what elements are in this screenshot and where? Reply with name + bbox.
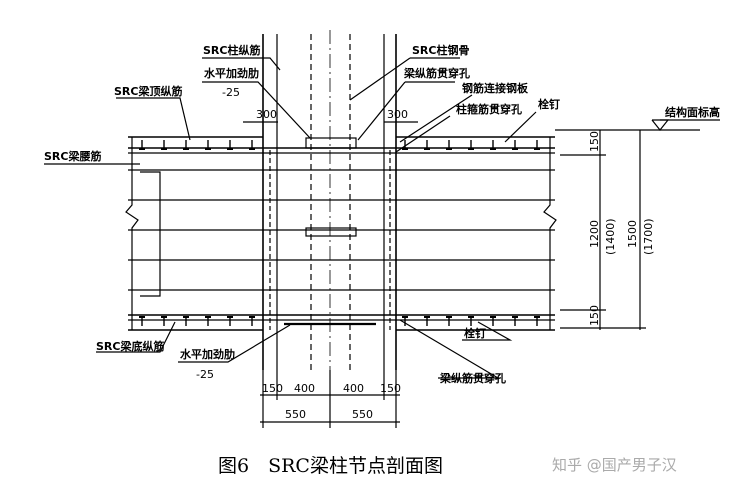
shear-stud-head <box>468 148 474 150</box>
elevation-triangle <box>651 119 670 131</box>
shear-stud-head <box>468 316 474 318</box>
shear-stud-head <box>161 316 167 318</box>
label-stiffener-top-thickness: -25 <box>222 86 240 99</box>
shear-stud-head <box>139 148 145 150</box>
dim-right-150-top: 150 <box>588 131 601 152</box>
shear-stud-head <box>446 316 452 318</box>
label-beam-rebar-hole-bottom: 梁纵筋贯穿孔 <box>439 371 506 385</box>
label-horizontal-stiffener-top: 水平加劲肋 <box>204 66 259 80</box>
label-beam-rebar-hole-top: 梁纵筋贯穿孔 <box>403 66 470 80</box>
studs-bottom <box>139 316 540 326</box>
shear-stud-head <box>161 148 167 150</box>
label-src-column-rebar: SRC柱纵筋 <box>203 43 260 57</box>
dim-bottom-550-right: 550 <box>352 408 373 421</box>
figure-caption: 图6 SRC梁柱节点剖面图 <box>218 455 443 477</box>
dim-bottom-550-left: 550 <box>285 408 306 421</box>
dim-bottom-400-left: 400 <box>294 382 315 395</box>
dim-top-right-300: 300 <box>387 108 408 121</box>
beam-break-left <box>125 137 139 330</box>
leader-stud-top <box>504 111 537 143</box>
beam-break-right <box>543 137 557 330</box>
label-rebar-connection-plate: 钢筋连接钢板 <box>462 81 529 95</box>
leader-stiffener-bottom <box>178 324 291 363</box>
shear-stud-head <box>139 316 145 318</box>
leader-stud-bottom <box>462 321 513 341</box>
waist-rebar-hook <box>140 171 161 297</box>
label-structure-surface-elevation: 结构面标高 <box>664 105 720 119</box>
label-stud-top: 栓钉 <box>538 97 560 111</box>
leader-beam-top-rebar <box>116 97 191 141</box>
leader-connection-plate <box>399 94 473 143</box>
shear-stud-head <box>534 148 540 150</box>
shear-stud-head <box>205 316 211 318</box>
shear-stud-head <box>534 316 540 318</box>
shear-stud-head <box>183 148 189 150</box>
dim-bottom-400-right: 400 <box>343 382 364 395</box>
shear-stud-head <box>227 316 233 318</box>
dim-bottom-150-left: 150 <box>262 382 283 395</box>
dim-right-1700: (1700) <box>642 218 655 255</box>
shear-stud-head <box>227 148 233 150</box>
shear-stud-head <box>183 316 189 318</box>
shear-stud-head <box>205 148 211 150</box>
dim-bottom-150-right: 150 <box>380 382 401 395</box>
shear-stud-head <box>512 316 518 318</box>
label-src-beam-bottom-rebar: SRC梁底纵筋 <box>96 339 164 353</box>
shear-stud-head <box>249 316 255 318</box>
leader-beam-bottom-rebar <box>96 321 176 353</box>
shear-stud-head <box>490 148 496 150</box>
leader-column-steel-to <box>349 57 411 101</box>
leader-stiffener-top <box>202 81 311 139</box>
dim-right-1400: (1400) <box>604 218 617 255</box>
leader-beam-hole-top-to <box>357 81 406 141</box>
label-src-column-steel: SRC柱钢骨 <box>412 43 469 57</box>
shear-stud-head <box>249 148 255 150</box>
label-stiffener-bottom-thickness: -25 <box>196 368 214 381</box>
label-src-beam-top-rebar: SRC梁顶纵筋 <box>114 84 182 98</box>
label-src-beam-waist-rebar: SRC梁腰筋 <box>44 149 101 163</box>
shear-stud-head <box>512 148 518 150</box>
top-stiffener <box>305 137 357 149</box>
shear-stud-head <box>490 316 496 318</box>
dim-right-1500: 1500 <box>626 220 639 248</box>
mid-plate <box>305 227 357 237</box>
shear-stud-head <box>402 148 408 150</box>
shear-stud-head <box>424 316 430 318</box>
shear-stud-head <box>446 148 452 150</box>
dim-top-left-300: 300 <box>256 108 277 121</box>
dim-right-150-bottom: 150 <box>588 305 601 326</box>
label-column-stirrup-hole: 柱箍筋贯穿孔 <box>456 102 522 116</box>
leader-column-rebar <box>202 57 281 71</box>
label-stud-bottom: 栓钉 <box>464 326 486 340</box>
studs-top <box>139 140 540 150</box>
label-horizontal-stiffener-bottom: 水平加劲肋 <box>180 347 235 361</box>
shear-stud-head <box>424 148 430 150</box>
dim-right-1200: 1200 <box>588 220 601 248</box>
shear-stud-head <box>402 316 408 318</box>
leader-beam-hole-bottom <box>399 319 501 379</box>
watermark: 知乎 @国产男子汉 <box>552 456 677 474</box>
